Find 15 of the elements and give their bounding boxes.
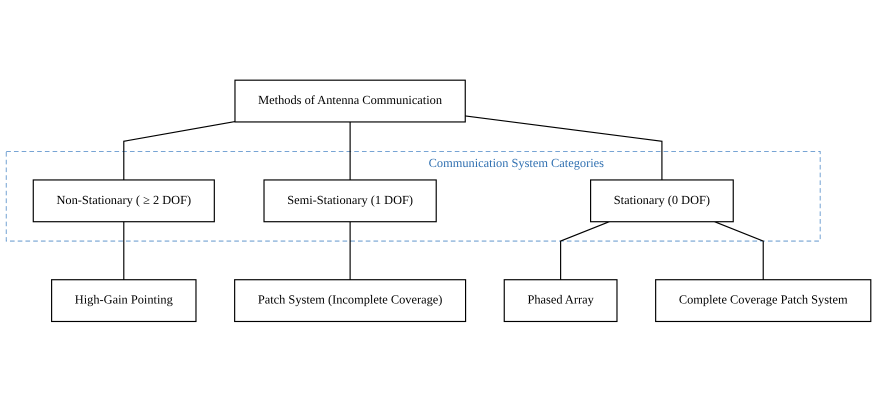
connector: [465, 116, 662, 180]
node-box: Complete Coverage Patch System: [655, 279, 872, 322]
node-box: Phased Array: [504, 279, 618, 322]
connector: [123, 121, 236, 180]
node-box: High-Gain Pointing: [51, 279, 197, 322]
connector: [560, 221, 610, 280]
connector: [350, 222, 351, 280]
node-box: Methods of Antenna Communication: [234, 80, 466, 123]
node-box: Non-Stationary ( ≥ 2 DOF): [32, 180, 215, 222]
connector: [350, 122, 351, 180]
connector: [123, 222, 124, 280]
node-box: Stationary (0 DOF): [590, 180, 734, 222]
node-box: Patch System (Incomplete Coverage): [234, 279, 466, 322]
connector: [714, 221, 764, 280]
node-box: Semi-Stationary (1 DOF): [263, 180, 437, 222]
